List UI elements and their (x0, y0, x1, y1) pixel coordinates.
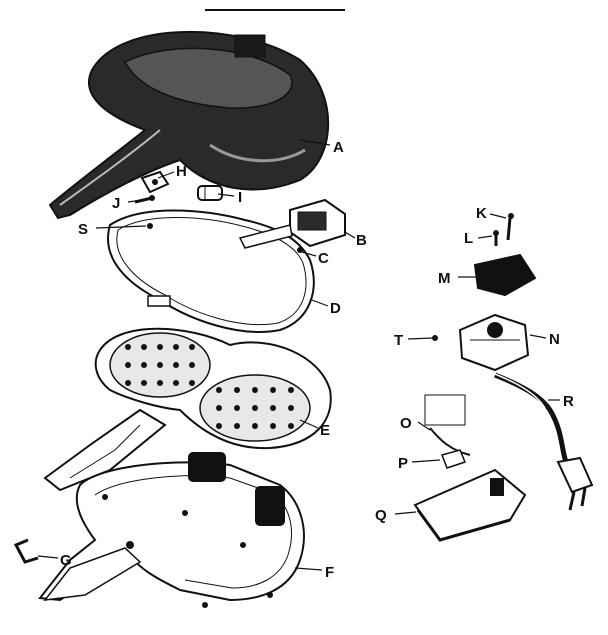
grid-dot (252, 405, 258, 411)
part-l-screw (493, 230, 499, 246)
grid-dot (234, 387, 240, 393)
grid-dot (216, 423, 222, 429)
part-t-screw (432, 335, 438, 341)
label-h: H (176, 163, 187, 180)
grid-dot (173, 380, 179, 386)
part-g-clip (13, 538, 39, 564)
part-r-power-cord (489, 371, 594, 511)
grid-dot (252, 423, 258, 429)
part-labels: A B C D E F G H I J S K L M N T R O P Q (60, 139, 574, 581)
grid-dot (189, 362, 195, 368)
part-n-control-module (458, 313, 530, 372)
grid-dot (270, 387, 276, 393)
part-k-screw (506, 213, 514, 241)
grid-dot (234, 423, 240, 429)
label-f: F (325, 564, 334, 581)
grid-dot (234, 405, 240, 411)
grid-dot (270, 405, 276, 411)
part-i-clip (197, 185, 223, 201)
label-p: P (398, 455, 408, 472)
grid-dot (157, 380, 163, 386)
grid-dot (141, 344, 147, 350)
label-m: M (438, 270, 451, 287)
label-q: Q (375, 507, 387, 524)
part-c-screw (297, 247, 303, 253)
part-b-connector (238, 198, 346, 249)
grid-dot (157, 344, 163, 350)
grid-dot (141, 362, 147, 368)
part-h-clip (140, 170, 170, 194)
grid-dot (157, 362, 163, 368)
grid-dot (288, 387, 294, 393)
callout-lines (37, 139, 560, 571)
label-r: R (563, 393, 574, 410)
grid-dot (189, 344, 195, 350)
part-e-dots (125, 344, 294, 429)
part-p-terminal (441, 449, 467, 469)
part-f-base-housing (38, 452, 305, 608)
label-e: E (320, 422, 330, 439)
label-s: S (78, 221, 88, 238)
label-o: O (400, 415, 412, 432)
grid-dot (125, 362, 131, 368)
part-o-wire-lead (424, 394, 471, 456)
grid-dot (216, 405, 222, 411)
grid-dot (216, 387, 222, 393)
label-c: C (318, 250, 329, 267)
grid-dot (288, 405, 294, 411)
part-q-control-housing (413, 468, 527, 542)
grid-dot (125, 380, 131, 386)
grid-dot (288, 423, 294, 429)
grid-dot (270, 423, 276, 429)
grid-dot (173, 344, 179, 350)
label-d: D (330, 300, 341, 317)
label-b: B (356, 232, 367, 249)
label-n: N (549, 331, 560, 348)
label-t: T (394, 332, 403, 349)
grid-dot (173, 362, 179, 368)
label-a: A (333, 139, 344, 156)
label-g: G (60, 552, 72, 569)
label-l: L (464, 230, 473, 247)
label-k: K (476, 205, 487, 222)
grid-dot (252, 387, 258, 393)
part-j-screw (134, 195, 155, 204)
part-a-top-cover (48, 31, 330, 220)
grid-dot (189, 380, 195, 386)
label-i: I (238, 189, 242, 206)
grid-dot (125, 344, 131, 350)
part-m-knob (473, 253, 537, 297)
grid-dot (141, 380, 147, 386)
label-j: J (112, 195, 120, 212)
